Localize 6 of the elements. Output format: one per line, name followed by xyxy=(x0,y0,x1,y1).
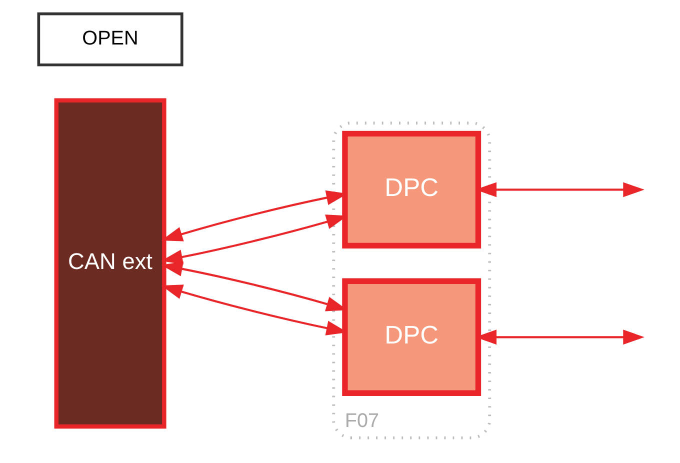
node-box: DPC xyxy=(342,130,481,249)
node-box: DPC xyxy=(342,278,481,396)
node-box: CAN ext xyxy=(54,98,166,429)
node-box: OPEN xyxy=(36,12,183,66)
arrow xyxy=(474,330,644,345)
arrow xyxy=(474,182,644,198)
